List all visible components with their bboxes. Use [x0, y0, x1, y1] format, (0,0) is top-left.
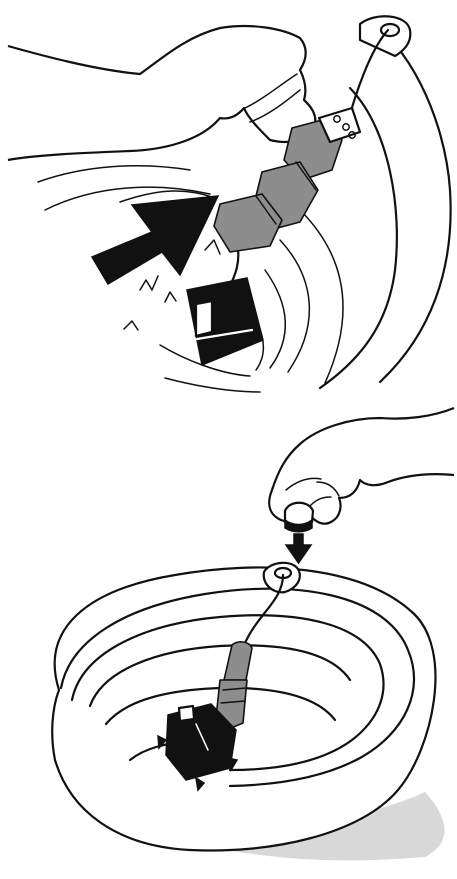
water-ring-2: [38, 166, 190, 182]
suction-mark-1: [140, 276, 158, 290]
water-ring-7: [265, 270, 285, 368]
water-ring-5: [300, 210, 343, 383]
suction-mark-2: [165, 292, 176, 302]
water-ring-6: [280, 240, 309, 372]
bottom-panel-insert-pump: [52, 408, 454, 860]
water-ring-10: [165, 378, 260, 392]
pump-nozzle: [196, 301, 212, 336]
outer-bowl-curve: [368, 22, 451, 382]
suction-mark-3: [205, 240, 220, 254]
down-arrow: [286, 534, 311, 563]
top-panel-remove-pump: [8, 16, 451, 392]
insert-direction-arrow: [92, 196, 218, 284]
bottom-pump-nozzle: [179, 706, 194, 721]
suction-mark-4: [124, 321, 138, 330]
